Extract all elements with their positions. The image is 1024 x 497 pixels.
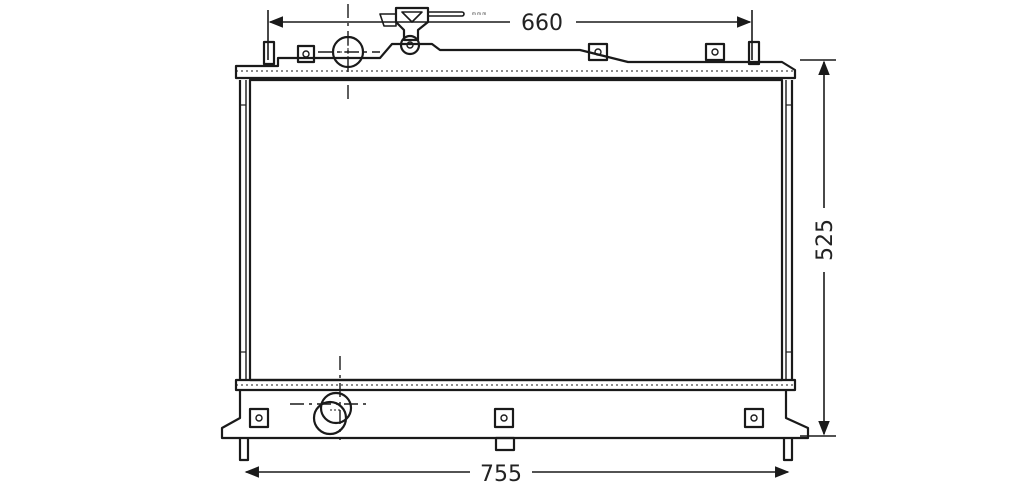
dimension-660	[267, 10, 753, 60]
bottom-bracket-1	[248, 407, 270, 429]
top-bracket-2	[587, 42, 609, 62]
dimension-525	[800, 59, 836, 437]
top-tank	[234, 40, 797, 80]
bottom-bracket-2	[493, 407, 515, 429]
drain-plug	[494, 436, 516, 452]
radiator-core	[238, 78, 794, 382]
upper-hose-outlet	[318, 4, 380, 100]
dimension-label-755: 755	[480, 462, 522, 487]
lower-hose-outlet	[290, 356, 370, 440]
filler-neck	[379, 6, 465, 56]
top-bracket-1	[296, 44, 316, 64]
cap-marking: m m m	[472, 11, 486, 16]
dimension-label-525: 525	[813, 219, 838, 261]
dimension-label-660: 660	[521, 11, 563, 36]
bottom-tank	[220, 378, 810, 462]
bottom-bracket-3	[743, 407, 765, 429]
top-bracket-3	[704, 42, 726, 62]
